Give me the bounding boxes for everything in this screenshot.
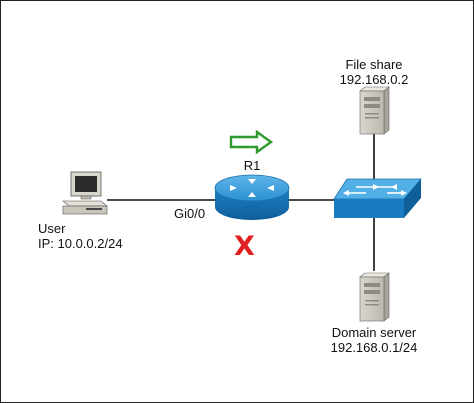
right-arrow-icon — [229, 129, 274, 155]
domain-server-ip: 192.168.0.1/24 — [330, 340, 418, 355]
user-name: User — [38, 221, 66, 236]
switch-icon — [333, 178, 422, 218]
domain-server-label: Domain server 192.168.0.1/24 — [319, 325, 429, 355]
file-share-server-icon — [359, 86, 390, 135]
domain-server-icon — [359, 272, 390, 322]
file-share-label: File share 192.168.0.2 — [329, 57, 419, 87]
link-fault-mark: X — [234, 231, 255, 262]
file-share-ip: 192.168.0.2 — [339, 72, 409, 87]
router-label: R1 — [243, 158, 261, 173]
router-icon — [214, 174, 290, 220]
user-label: User IP: 10.0.0.2/24 — [38, 221, 123, 251]
user-workstation-icon — [62, 171, 108, 215]
domain-server-name: Domain server — [331, 325, 417, 340]
user-ip: IP: 10.0.0.2/24 — [38, 236, 123, 251]
interface-label: Gi0/0 — [174, 206, 206, 221]
links — [107, 134, 375, 271]
file-share-name: File share — [345, 57, 403, 72]
